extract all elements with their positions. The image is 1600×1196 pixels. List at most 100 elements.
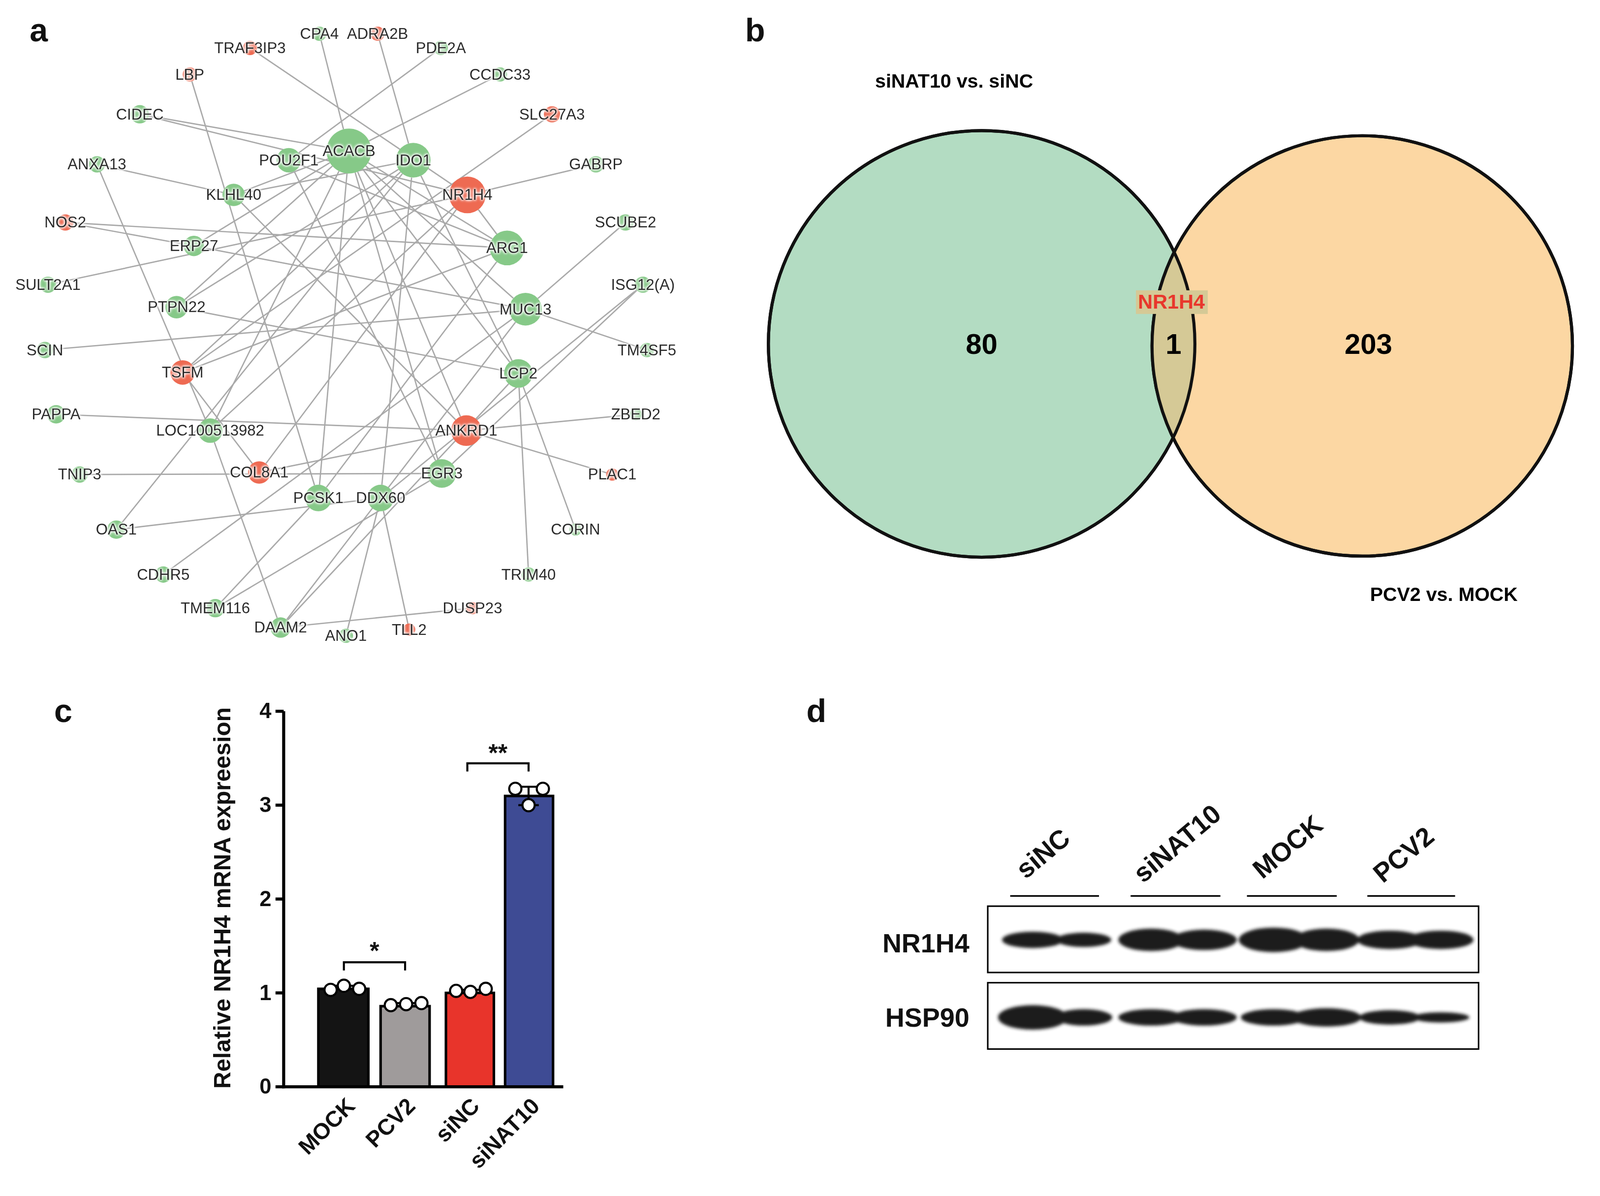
network-node: CPA4 [297, 23, 341, 45]
western-blot [987, 895, 1479, 1049]
panel-letter: a [29, 11, 48, 50]
network-node: ANO1 [322, 625, 369, 647]
network-node: SCIN [24, 339, 66, 361]
network-node: TRIM40 [499, 564, 558, 586]
network-edge [148, 116, 450, 191]
category-label: MOCK [293, 1093, 361, 1161]
network-edge [290, 608, 467, 627]
network-node: GABRP [566, 153, 626, 176]
gene-label: CORIN [550, 520, 600, 539]
lane-label: MOCK [1247, 809, 1329, 885]
network-edge [187, 309, 505, 371]
data-point [415, 997, 428, 1010]
venn-circle [1152, 135, 1573, 557]
lane-label: siNC [1010, 822, 1077, 885]
network-node: ZBED2 [609, 403, 663, 426]
data-point [464, 985, 477, 999]
set-heading: PCV2 vs. MOCK [1370, 583, 1518, 606]
band [1171, 929, 1237, 950]
lane-label: siNAT10 [1128, 798, 1228, 890]
network-edge [294, 171, 436, 461]
network-node: TMEM116 [178, 596, 252, 620]
band [1408, 930, 1474, 949]
data-point [536, 782, 550, 795]
network-edge [73, 223, 185, 245]
gene-label: TM4SF5 [617, 341, 677, 359]
data-point [384, 999, 398, 1012]
set-count: 203 [1344, 328, 1393, 362]
gene-label: LCP2 [499, 364, 538, 383]
panel-letter: c [54, 692, 73, 730]
network-node: CCDC33 [467, 63, 534, 86]
network-node: ACACB [320, 126, 378, 176]
network-node: ISG12(A) [608, 274, 678, 296]
data-point [352, 982, 366, 996]
network-node: PTPN22 [145, 293, 208, 321]
network-node: CDHR5 [134, 564, 192, 586]
venn-circle [768, 130, 1195, 558]
band [1056, 932, 1112, 947]
blot-panel [987, 906, 1479, 973]
network-edge [390, 289, 637, 490]
network-node: TM4SF5 [615, 339, 679, 361]
network-node: LBP [173, 63, 206, 86]
y-axis [282, 711, 285, 1089]
network-node: ARG1 [484, 228, 531, 268]
gene-label: TSFM [161, 363, 204, 382]
gene-label: ADRA2B [346, 25, 408, 43]
venn-overlap-fill [1152, 135, 1573, 557]
network-edge [192, 119, 546, 366]
network-edge [255, 52, 453, 186]
bar [445, 992, 494, 1087]
network-edge [379, 40, 409, 144]
band [1002, 931, 1064, 948]
network-edge [223, 480, 430, 604]
network-node: NR1H4 [440, 174, 495, 216]
gene-label: TRAF3IP3 [214, 39, 286, 58]
network-node: DAAM2 [251, 615, 310, 640]
gene-label: DAAM2 [254, 618, 308, 637]
gene-label: GABRP [568, 155, 623, 174]
gene-label: ANKRD1 [435, 421, 498, 440]
gene-label: ERP27 [169, 237, 219, 255]
gene-label: IDO1 [395, 151, 432, 170]
network-edge [481, 414, 630, 430]
band [1412, 1012, 1470, 1023]
network-edge [203, 248, 510, 307]
x-axis [282, 1085, 564, 1089]
gene-label: ZBED2 [611, 405, 661, 424]
gene-label: LBP [175, 65, 205, 84]
gene-label: CCDC33 [469, 65, 531, 84]
data-point [479, 982, 492, 996]
network-node: NOS2 [42, 211, 89, 234]
tick-label: 2 [259, 886, 272, 912]
gene-label: EGR3 [420, 464, 463, 483]
network-edge [122, 173, 403, 523]
set-count: NR1H4 [1135, 290, 1207, 314]
panel-letter: d [806, 692, 827, 730]
network-node: MUC13 [497, 290, 554, 328]
network-edge [362, 168, 510, 363]
panel-letter: b [745, 11, 766, 50]
network-node: KLHL40 [204, 181, 264, 209]
gene-label: CPA4 [299, 25, 339, 43]
gene-label: PLAC1 [588, 465, 637, 484]
network-edge [148, 115, 327, 148]
gene-label: NR1H4 [442, 186, 493, 204]
venn-region: NR1H41 [1122, 254, 1225, 378]
network-node: DUSP23 [440, 597, 505, 620]
network-node: CORIN [548, 518, 602, 541]
row-label: NR1H4 [882, 928, 970, 960]
network-edge [53, 310, 510, 350]
band [1359, 1010, 1421, 1025]
data-points [324, 782, 549, 1011]
network-node: POU2F1 [256, 145, 321, 175]
network-edge [478, 209, 497, 235]
tick-label: 3 [259, 792, 272, 818]
network-edge [347, 510, 377, 629]
network-node: SCUBE2 [593, 211, 659, 234]
network-node: SLC27A3 [517, 103, 587, 126]
venn-outline [768, 130, 1195, 558]
bands [998, 927, 1474, 1030]
network-edge [420, 175, 512, 361]
